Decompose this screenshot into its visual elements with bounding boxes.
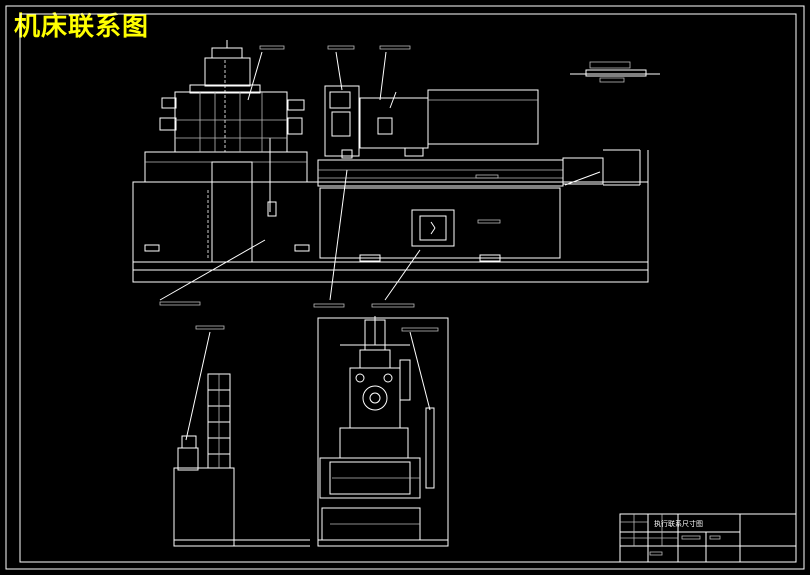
title-block-drawing-name: 执行联系尺寸图 xyxy=(654,519,703,528)
side-view-left xyxy=(173,325,310,547)
motor-housing xyxy=(359,97,429,149)
drawing-border xyxy=(19,13,797,563)
front-view xyxy=(132,40,649,308)
gear-housing xyxy=(349,367,401,429)
drawing-title: 机床联系图 xyxy=(14,12,150,42)
outer-frame xyxy=(5,5,805,570)
side-view-right xyxy=(317,316,449,547)
slide-base xyxy=(319,187,561,259)
column xyxy=(211,161,253,263)
control-box xyxy=(411,209,455,247)
motor xyxy=(427,89,539,145)
title-block xyxy=(619,513,797,563)
head-base xyxy=(144,151,308,183)
machine-base xyxy=(132,181,649,283)
detail-view xyxy=(570,61,660,83)
spindle-head xyxy=(174,91,288,153)
